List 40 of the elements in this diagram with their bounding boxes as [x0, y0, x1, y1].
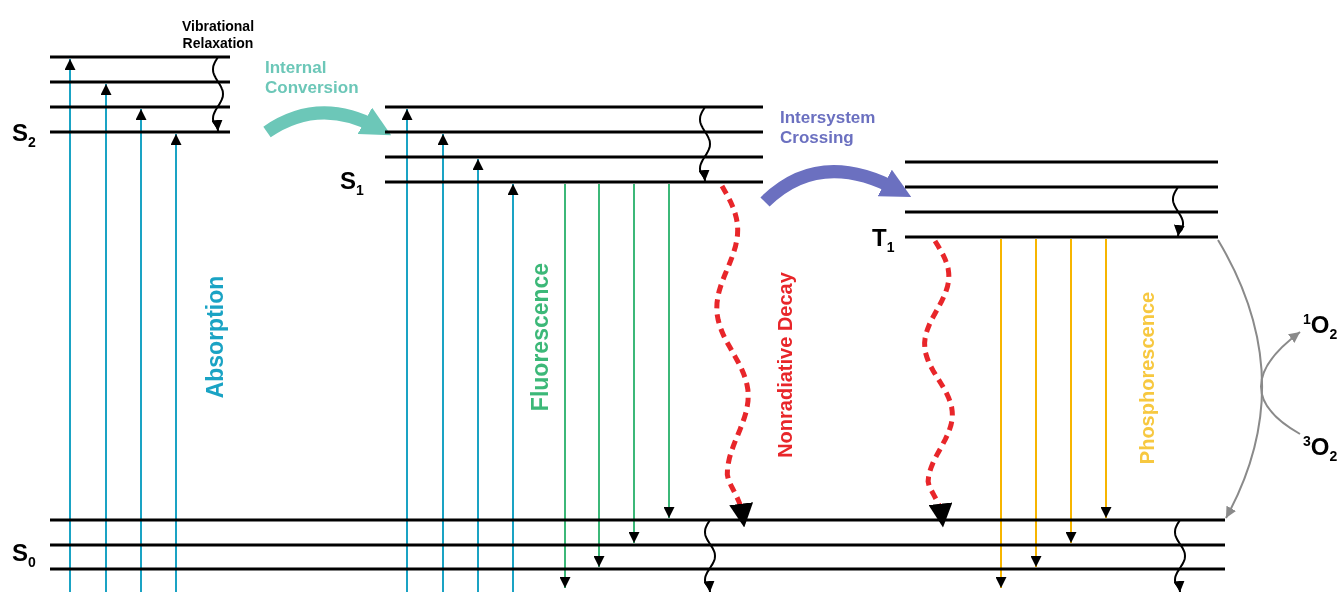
state-label: S$_{1}$ — [340, 168, 364, 200]
arrow — [593, 183, 605, 568]
curved-arrow — [1217, 239, 1263, 519]
edge-label: Intersystem Crossing — [780, 108, 877, 148]
oxygen-label: $^{3}$O$_{2}$ — [1303, 432, 1338, 466]
arrow — [995, 238, 1007, 589]
wavy-arrow — [1172, 186, 1185, 237]
arrow — [507, 183, 519, 592]
process-label: Fluorescence — [526, 262, 554, 412]
wavy-arrow — [922, 239, 955, 528]
arrow — [663, 183, 675, 519]
arrow — [1065, 238, 1077, 544]
wavy-arrow — [1173, 519, 1186, 592]
curved-arrow — [1260, 331, 1301, 435]
arrow — [170, 133, 182, 592]
state-label: S$_{0}$ — [12, 540, 36, 572]
oxygen-label: $^{1}$O$_{2}$ — [1303, 310, 1338, 344]
arrow — [1030, 238, 1042, 568]
arrow — [628, 183, 640, 544]
state-label: T$_{1}$ — [872, 225, 895, 257]
edge-label: Vibrational Relaxation — [180, 18, 256, 52]
arrow — [1100, 238, 1112, 519]
arrow — [559, 183, 571, 589]
wavy-arrow — [211, 56, 224, 132]
arrow — [437, 133, 449, 592]
arrow — [100, 83, 112, 592]
arrow — [64, 58, 76, 592]
wavy-arrow — [703, 519, 716, 592]
process-label: Phosphorescence — [1135, 291, 1159, 465]
arrow — [401, 108, 413, 592]
state-label: S$_{2}$ — [12, 120, 36, 152]
arrow — [472, 158, 484, 592]
process-label: Absorption — [201, 275, 229, 399]
arrow — [135, 108, 147, 592]
curved-arrow — [263, 106, 392, 138]
wavy-arrow — [698, 106, 711, 182]
wavy-arrow — [714, 184, 754, 528]
edge-label: Internal Conversion — [265, 58, 360, 98]
curved-arrow — [760, 165, 912, 207]
process-label: Nonradiative Decay — [773, 272, 797, 458]
